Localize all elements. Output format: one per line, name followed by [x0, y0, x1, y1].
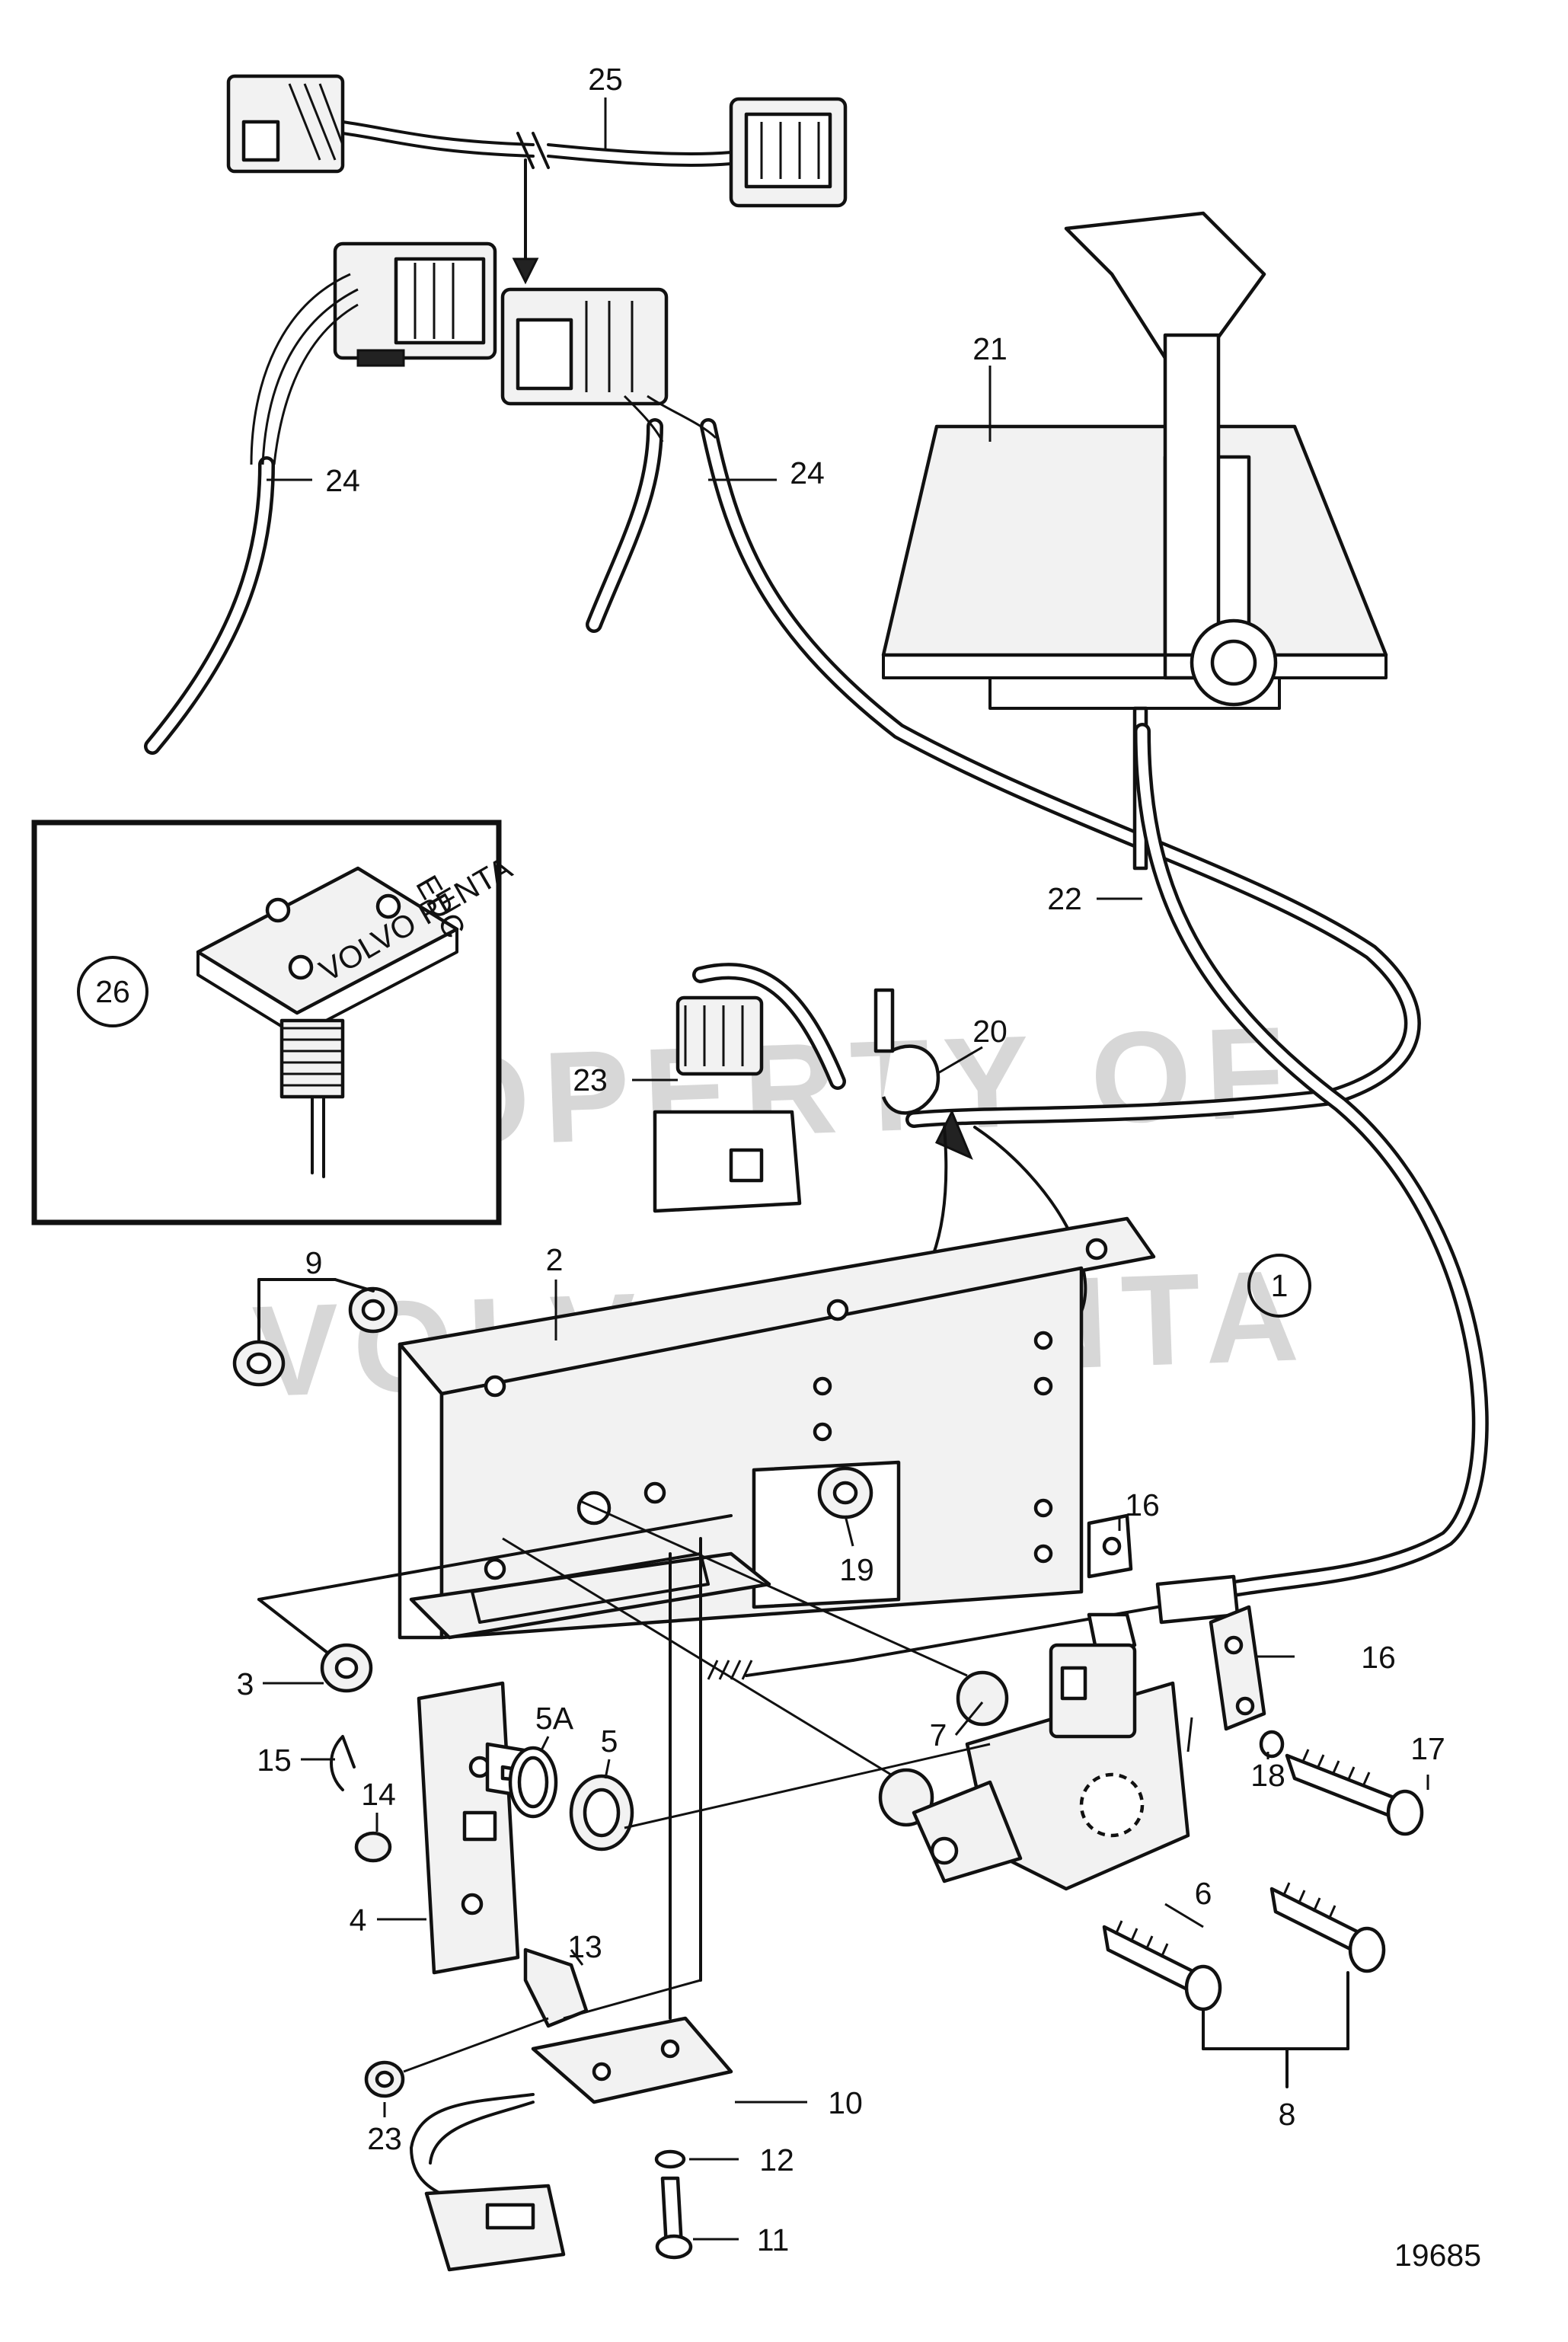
extension-harness-25 [226, 74, 848, 285]
nuts-9 [232, 1278, 398, 1387]
callout-5: 5 [601, 1724, 618, 1759]
callout-2: 2 [546, 1242, 564, 1277]
callout-10: 10 [828, 2085, 863, 2120]
callout-4: 4 [350, 1903, 367, 1938]
callout-3: 3 [237, 1666, 254, 1701]
callout-12: 12 [759, 2142, 794, 2177]
callout-11: 11 [757, 2222, 790, 2257]
callout-1-circle [1247, 1254, 1311, 1318]
harness-connectors-24 [144, 241, 1421, 1128]
inset-panel-26: VOLVO PENTA EDC 26 [31, 820, 518, 1225]
callout-8: 8 [1279, 2097, 1296, 2132]
callout-9: 9 [305, 1245, 323, 1280]
lamp-assembly-cluster [257, 1514, 991, 2098]
callout-16a: 16 [1125, 1487, 1160, 1522]
bracket-2 [398, 1216, 1156, 1640]
module-10-11-12 [410, 1552, 733, 2272]
callout-5a: 5A [535, 1701, 574, 1736]
leader-lines [263, 366, 1429, 2241]
callout-21: 21 [972, 331, 1008, 366]
control-cable-22 [707, 723, 1489, 1680]
callout-22: 22 [1047, 881, 1082, 916]
callout-23a: 23 [573, 1062, 608, 1098]
screws-8 [1102, 1882, 1386, 2088]
callout-20: 20 [972, 1014, 1008, 1049]
callout-25: 25 [588, 62, 623, 97]
sensor-6 [912, 1643, 1190, 1891]
callout-14: 14 [361, 1777, 396, 1812]
callout-16b: 16 [1361, 1640, 1396, 1675]
callout-labels: 1 2 3 4 5 5A 6 7 8 9 10 11 12 13 14 15 1… [237, 62, 1445, 2257]
callout-24b: 24 [790, 455, 825, 490]
callout-15: 15 [257, 1743, 292, 1778]
control-lever-21 [881, 211, 1388, 871]
callout-6: 6 [1195, 1876, 1212, 1911]
callout-13: 13 [567, 1929, 602, 1964]
callout-1: 1 [1271, 1268, 1289, 1303]
callout-26: 26 [95, 974, 130, 1009]
callout-18: 18 [1250, 1758, 1285, 1793]
clamp-hardware-16-17-18 [1087, 1513, 1424, 1836]
callout-17: 17 [1410, 1731, 1445, 1766]
figure-number: 19685 [1394, 2238, 1481, 2273]
callout-19: 19 [839, 1552, 874, 1587]
nut-19 [817, 1466, 873, 1519]
callout-24a: 24 [325, 463, 360, 498]
callout-23b: 23 [367, 2121, 402, 2156]
callout-7: 7 [930, 1717, 947, 1753]
